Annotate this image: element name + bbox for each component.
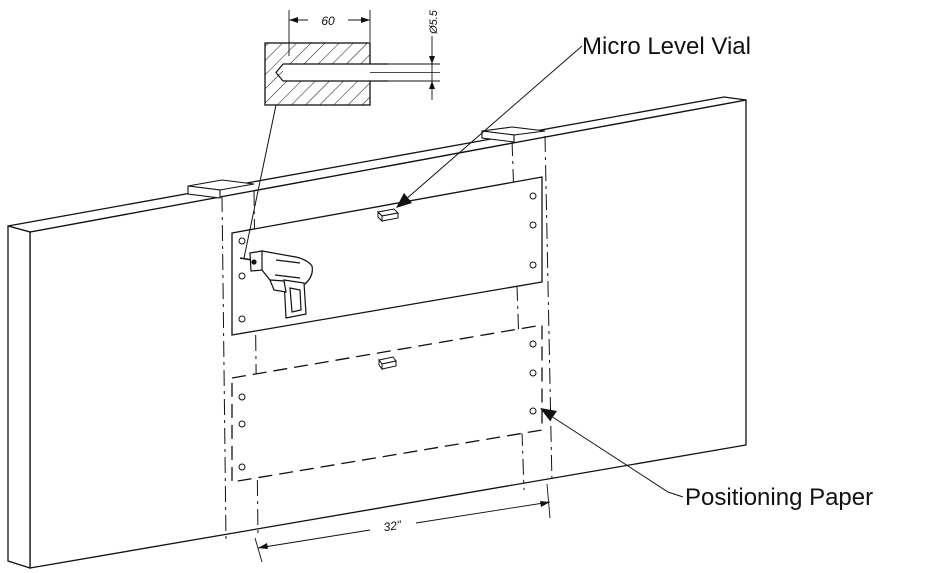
wall-board-side: [8, 226, 30, 568]
label-positioning-paper: Positioning Paper: [685, 484, 873, 511]
dim-spacing: 32": [383, 518, 403, 535]
wall-board: [8, 97, 746, 568]
dim-detail-width: 60: [321, 14, 335, 28]
drill-hole-detail: [265, 10, 440, 105]
label-micro-level-vial: Micro Level Vial: [582, 33, 751, 60]
dim-hole-diameter: Ø5.5: [428, 9, 440, 35]
wall-board-front: [30, 100, 746, 568]
